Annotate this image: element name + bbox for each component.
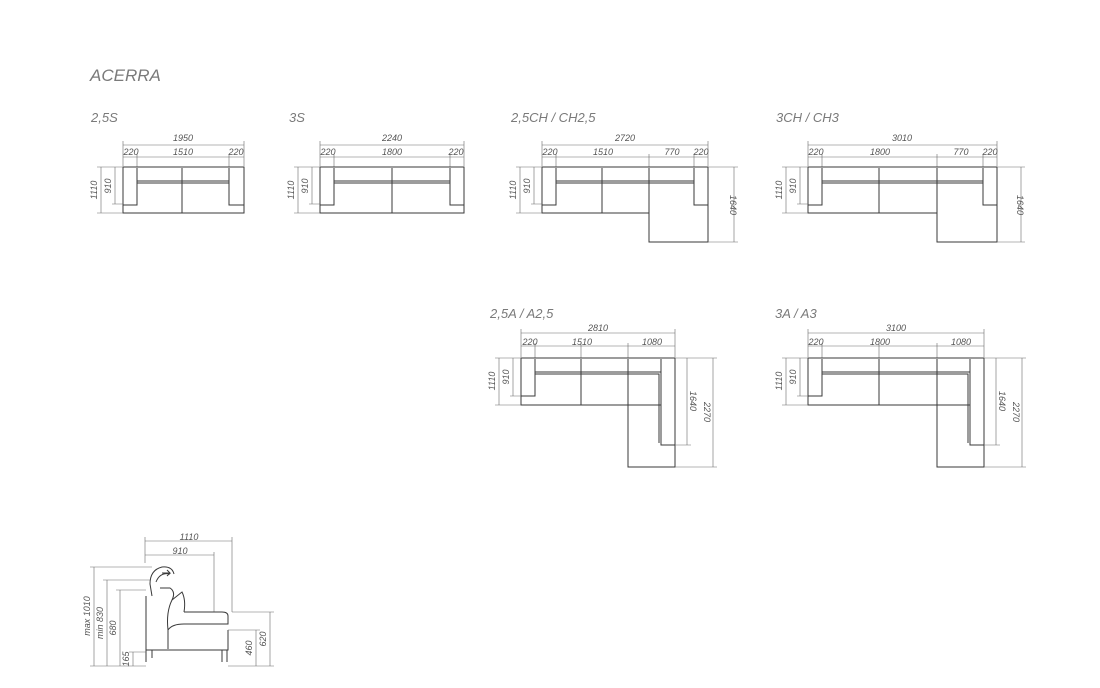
model-label: 3CH / CH3 (776, 110, 840, 125)
dim-arm-left: 220 (807, 147, 823, 157)
dim-seat-depth: 910 (788, 369, 798, 384)
dim-total-width: 2720 (614, 133, 635, 143)
dim-arm-left: 220 (807, 337, 823, 347)
dim-seat-depth: 910 (300, 178, 310, 193)
dim-seat-width: 1800 (382, 147, 402, 157)
dim-side-depth: 1110 (180, 532, 199, 542)
dim-corner-width: 1080 (951, 337, 971, 347)
dim-arm-right: 220 (227, 147, 243, 157)
dim-chaise-depth: 1640 (728, 195, 738, 215)
model-label: 3S (289, 110, 305, 125)
dim-inner-depth: 1640 (997, 391, 1007, 411)
dim-max-height: max 1010 (82, 596, 92, 636)
dim-seat-width: 1510 (173, 147, 193, 157)
dim-arm-left: 220 (122, 147, 138, 157)
dim-total-width: 2810 (587, 323, 608, 333)
model-3s: 3S 2240 220 1800 220 1110 910 (286, 110, 465, 214)
dim-depth: 1110 (487, 372, 497, 391)
dim-depth: 1110 (774, 181, 784, 200)
dim-seat-depth: 910 (103, 178, 113, 193)
product-title: ACERRA (89, 66, 161, 85)
dim-depth: 1110 (508, 181, 518, 200)
dim-arm-height: 620 (258, 631, 268, 646)
dim-seat-width: 1510 (572, 337, 592, 347)
dim-seat-width: 1800 (870, 337, 890, 347)
model-label: 2,5CH / CH2,5 (510, 110, 596, 125)
dim-outer-depth: 2270 (1011, 401, 1021, 422)
dim-leg-height: 165 (121, 651, 131, 667)
model-2-5s: 2,5S 1950 220 1510 220 1110 910 (89, 110, 245, 214)
dim-chaise-depth: 1640 (1015, 195, 1025, 215)
dim-inner-depth: 1640 (688, 391, 698, 411)
dim-back-height: 680 (108, 620, 118, 635)
dim-total-width: 3100 (886, 323, 906, 333)
dim-side-seat-depth: 910 (172, 546, 187, 556)
dim-seat-width: 1800 (870, 147, 890, 157)
dim-seat-depth: 910 (501, 369, 511, 384)
dim-min-height: min 830 (95, 607, 105, 639)
dim-arm-left: 220 (521, 337, 537, 347)
dim-seat-height: 460 (244, 640, 254, 655)
dim-arm-right: 220 (981, 147, 997, 157)
dim-chaise-width: 770 (664, 147, 679, 157)
dim-seat-depth: 910 (522, 178, 532, 193)
dim-arm-right: 220 (447, 147, 463, 157)
side-view: 1110 910 max 1010 min 830 680 165 460 62… (82, 532, 274, 667)
model-2-5a: 2,5A / A2,5 2810 220 1510 1080 1110 910 … (487, 306, 717, 468)
dim-seat-width: 1510 (593, 147, 613, 157)
model-2-5ch: 2,5CH / CH2,5 2720 220 1510 770 220 1110… (508, 110, 738, 243)
model-3a: 3A / A3 3100 220 1800 1080 1110 910 1640… (774, 306, 1026, 468)
model-label: 2,5A / A2,5 (489, 306, 554, 321)
dim-depth: 1110 (774, 372, 784, 391)
dim-outer-depth: 2270 (702, 401, 712, 422)
dim-chaise-width: 770 (953, 147, 968, 157)
dim-arm-right: 220 (692, 147, 708, 157)
dim-total-width: 3010 (892, 133, 912, 143)
model-label: 3A / A3 (775, 306, 817, 321)
model-label: 2,5S (90, 110, 118, 125)
dim-depth: 1110 (89, 181, 99, 200)
dim-corner-width: 1080 (642, 337, 662, 347)
dim-arm-left: 220 (319, 147, 335, 157)
dim-total-width: 2240 (381, 133, 402, 143)
model-3ch: 3CH / CH3 3010 220 1800 770 220 1110 910… (774, 110, 1025, 243)
dim-seat-depth: 910 (788, 178, 798, 193)
dim-depth: 1110 (286, 181, 296, 200)
dim-total-width: 1950 (173, 133, 193, 143)
dim-arm-left: 220 (541, 147, 557, 157)
